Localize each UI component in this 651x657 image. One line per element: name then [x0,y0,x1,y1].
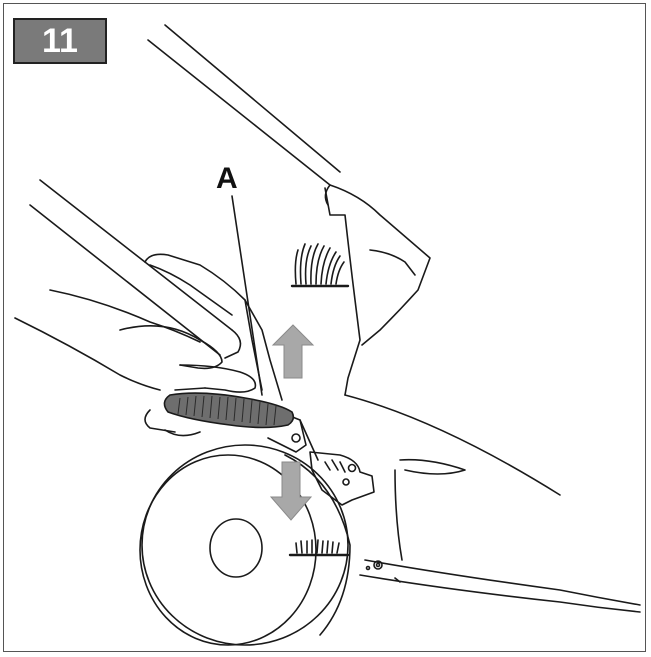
illustration-frame [3,3,646,652]
release-grip-bar [163,392,295,429]
rear-wheel [139,444,351,646]
operator-hand [14,289,257,437]
upper-handle-bar [147,24,341,206]
step-number-badge: 11 [13,18,107,64]
mower-deck [324,184,641,613]
lower-handle-bar [29,179,242,359]
low-grass-icon [288,539,350,557]
deck-bolt [365,560,383,571]
high-grass-icon [290,243,350,288]
callout-leader-line [231,195,263,396]
up-arrow-icon [271,324,315,379]
callout-label-a: A [216,162,238,195]
down-arrow-icon [269,461,313,521]
height-notch-bracket [309,451,375,506]
